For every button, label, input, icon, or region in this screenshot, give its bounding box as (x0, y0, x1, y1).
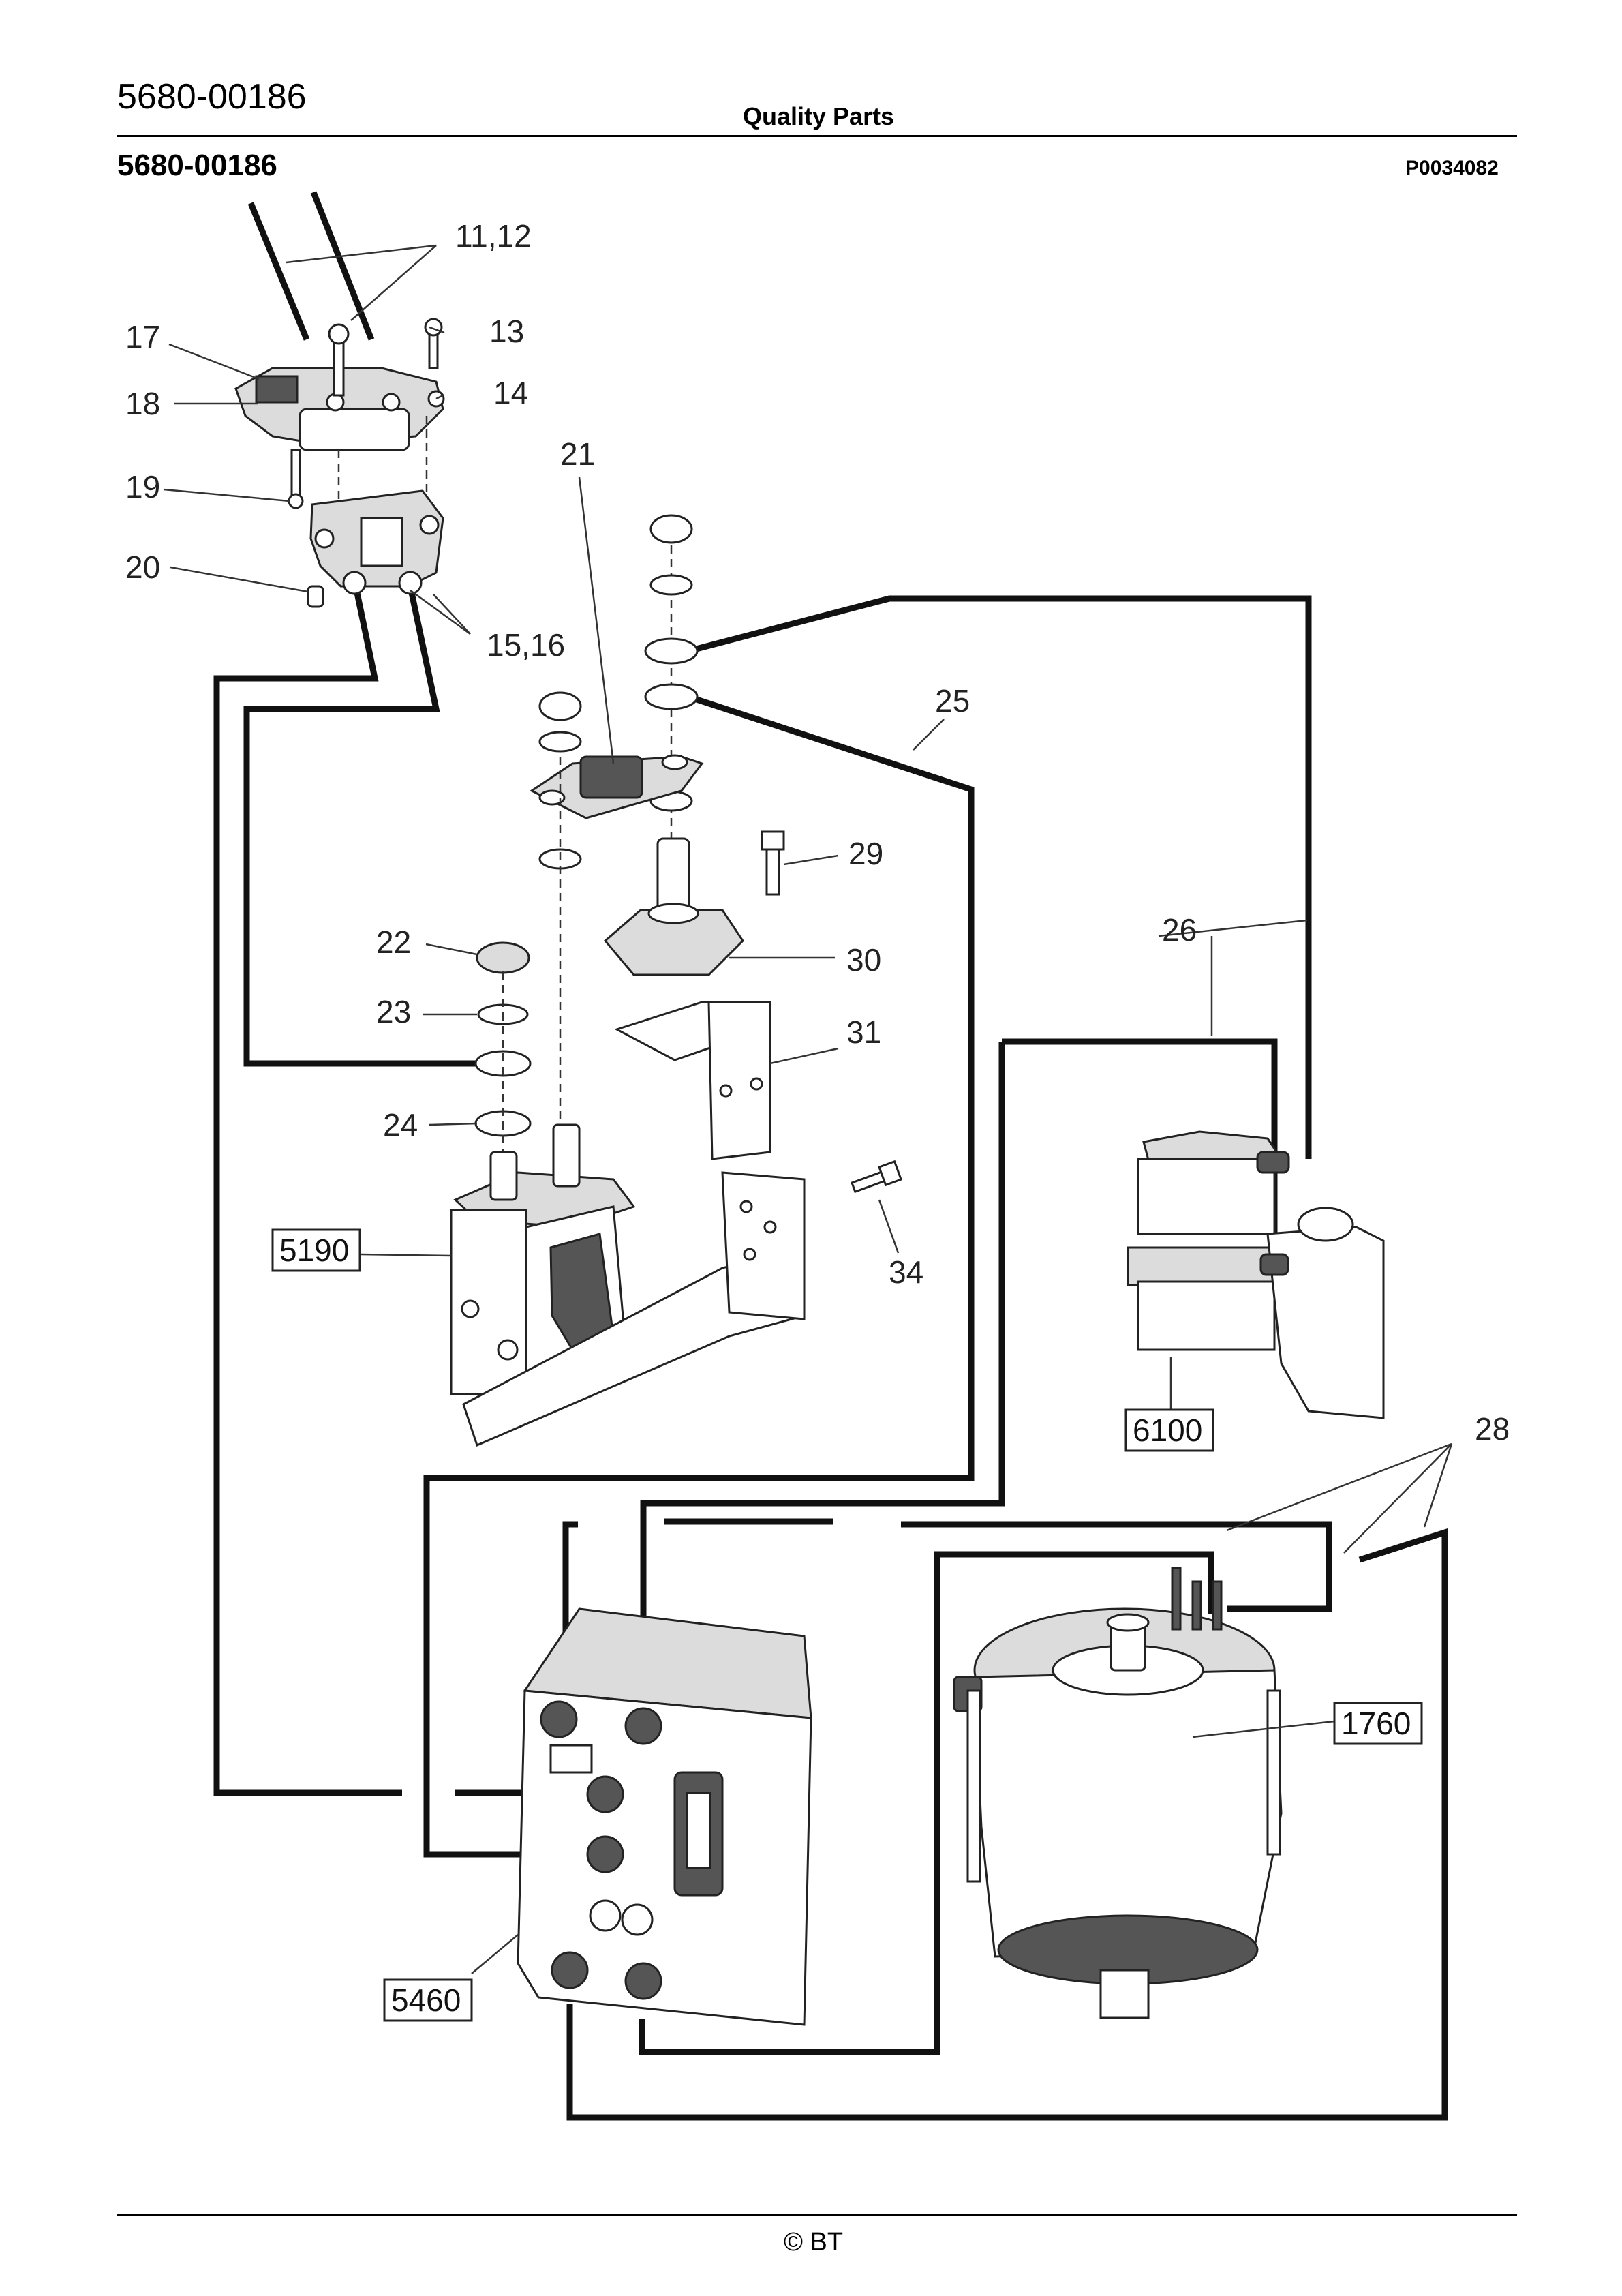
doc-number: 5680-00186 (117, 77, 307, 117)
callout-24: 24 (383, 1107, 418, 1143)
label-6100: 6100 (1133, 1413, 1202, 1448)
label-1760: 1760 (1341, 1706, 1411, 1741)
callout-21: 21 (560, 436, 595, 472)
callout-26: 26 (1162, 912, 1197, 948)
hardware-stack (530, 514, 785, 1173)
header-rule (117, 135, 1517, 137)
callout-23: 23 (376, 994, 411, 1029)
callout-15-16: 15,16 (487, 627, 565, 663)
callout-31: 31 (846, 1014, 881, 1050)
battery-connector-assembly (234, 318, 445, 608)
callout-30: 30 (846, 942, 881, 978)
callout-28: 28 (1475, 1411, 1510, 1447)
label-5190: 5190 (279, 1233, 349, 1268)
callout-14: 14 (493, 375, 528, 410)
footer-copyright: © BT (784, 2228, 844, 2256)
label-box-5190 (271, 1228, 361, 1272)
part-number: 5680-00186 (117, 149, 277, 182)
callout-13: 13 (489, 314, 524, 349)
callout-19: 19 (125, 469, 160, 504)
callout-11-12: 11,12 (455, 218, 532, 254)
callout-18: 18 (125, 386, 160, 421)
callout-20: 20 (125, 549, 160, 585)
washers-22-24 (474, 941, 532, 1173)
callout-22: 22 (376, 924, 411, 960)
motor-1760 (953, 1567, 1283, 2019)
callout-29: 29 (848, 836, 883, 871)
label-box-5460 (383, 1978, 473, 2022)
footer-rule (117, 2214, 1517, 2216)
controller-5460 (517, 1607, 812, 2026)
leader-lines (163, 244, 1453, 1974)
figure-id: P0034082 (1405, 157, 1499, 179)
label-box-6100 (1124, 1408, 1214, 1452)
cables (213, 191, 1448, 2121)
callout-25: 25 (935, 683, 970, 719)
header-title: Quality Parts (743, 102, 895, 130)
pump-6100 (1127, 1130, 1385, 1419)
callout-17: 17 (125, 319, 160, 354)
label-box-1760 (1333, 1702, 1423, 1745)
callout-34: 34 (889, 1254, 923, 1290)
label-5460: 5460 (391, 1982, 461, 2018)
contactor-5190 (450, 1123, 903, 1447)
